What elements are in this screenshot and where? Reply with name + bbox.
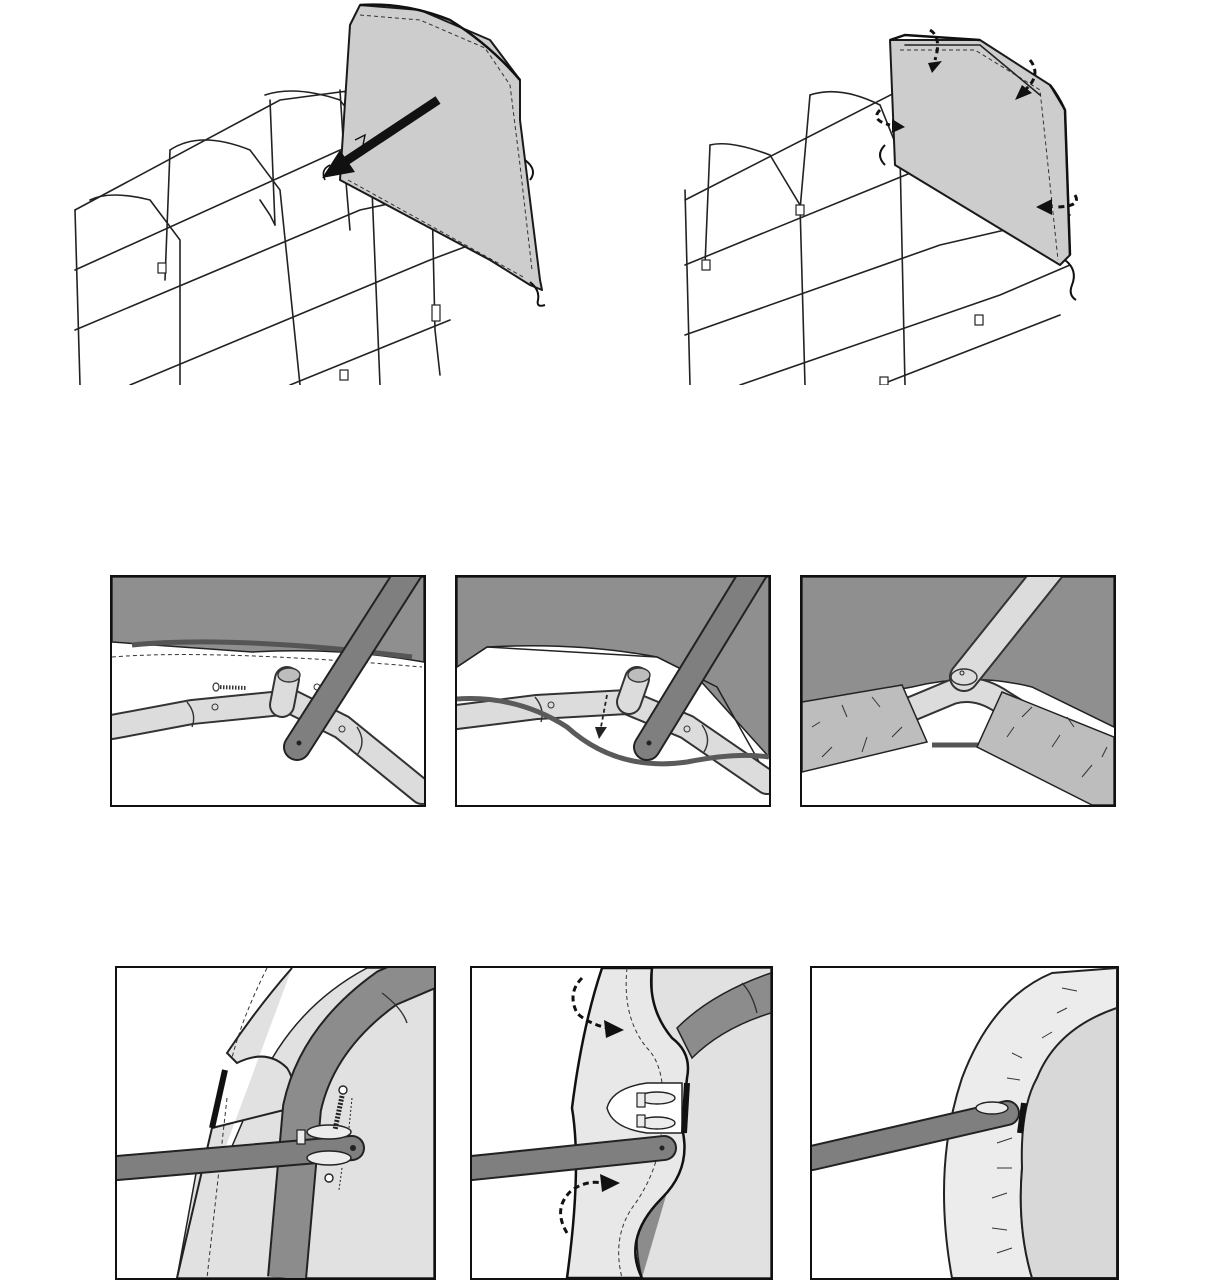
- elbow-with-sleeves-illustration: [802, 577, 1114, 805]
- arch-with-crossbar-bracket-illustration: [117, 968, 434, 1278]
- tarp-flap-folding-illustration: [472, 968, 771, 1278]
- tarp-covered-arch-illustration: [812, 968, 1117, 1278]
- frame-with-end-tarp-illustration: [70, 0, 570, 385]
- detail-panel-b3-finished-corner: [810, 966, 1119, 1280]
- overview-panel-tarp-fastened: [680, 15, 1100, 385]
- detail-panel-b1-cross-pipe-bracket: [115, 966, 436, 1280]
- end-tarp: [880, 35, 1076, 300]
- detail-panel-b2-wrap-tarp-flaps: [470, 966, 773, 1280]
- elbow-joint-with-screw-illustration: [112, 577, 424, 805]
- overview-panel-tarp-approach: [70, 0, 570, 385]
- detail-panel-a2-cord-drop: [455, 575, 771, 807]
- elbow-joint-with-cord-illustration: [457, 577, 769, 805]
- detail-panel-a3-covered-elbow: [800, 575, 1116, 807]
- end-tarp: [340, 5, 545, 306]
- frame-with-attached-end-tarp-illustration: [680, 15, 1100, 385]
- detail-panel-a1-elbow-before-cord: [110, 575, 426, 807]
